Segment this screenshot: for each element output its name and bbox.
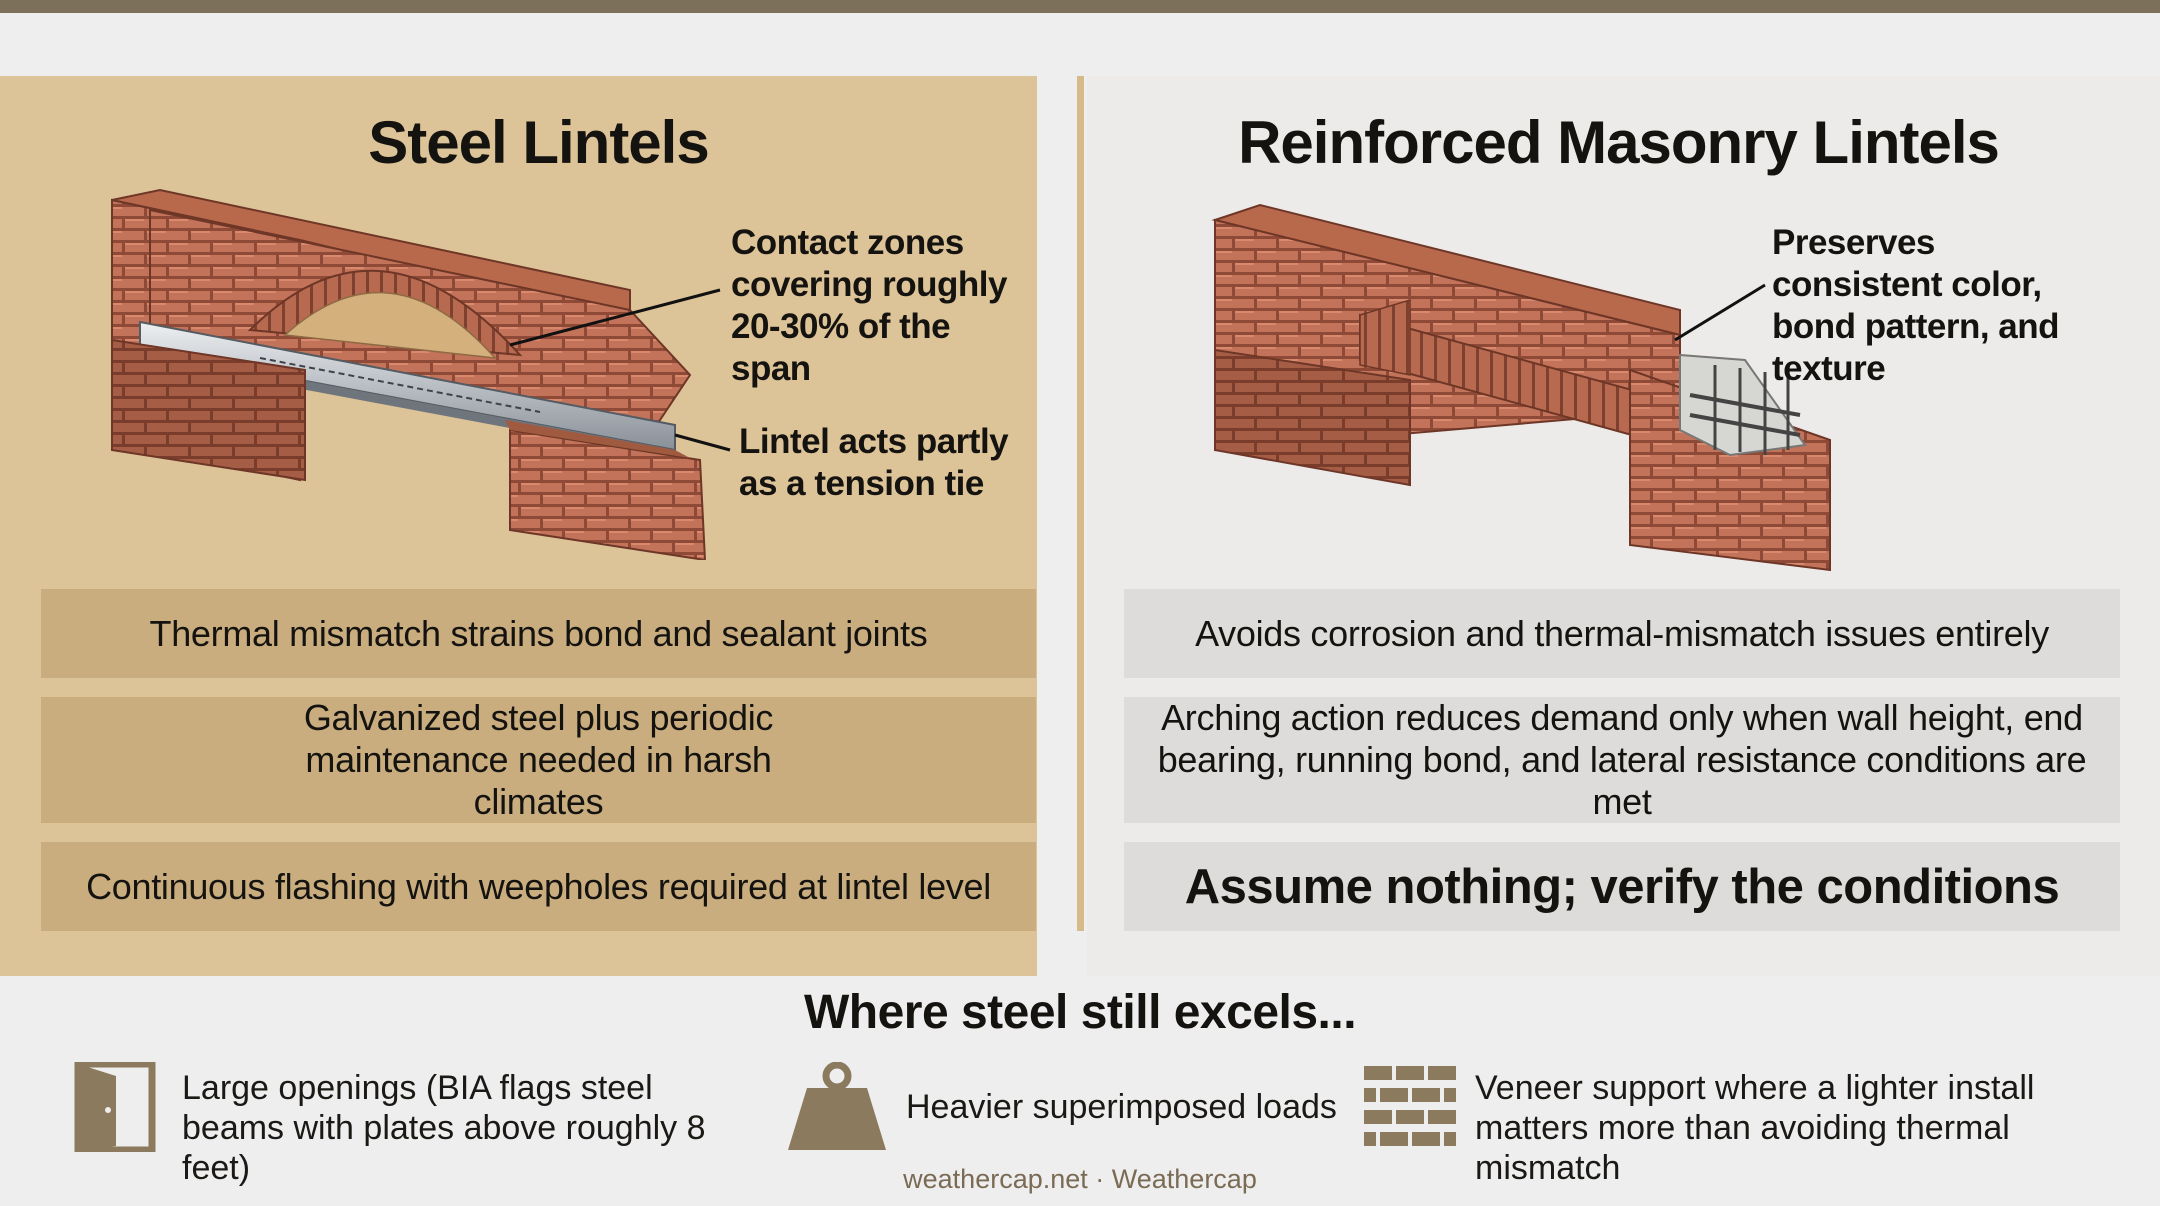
panel-divider xyxy=(1077,76,1084,931)
tension-tie-callout: Lintel acts partly as a tension tie xyxy=(739,422,1009,503)
avoids-corrosion-bar: Avoids corrosion and thermal-mismatch is… xyxy=(1124,589,2120,678)
verify-conditions-bar: Assume nothing; verify the conditions xyxy=(1124,842,2120,931)
contact-zones-callout: Contact zones covering roughly 20-30% of… xyxy=(731,223,1007,388)
galvanized-steel-bar: Galvanized steel plus periodic maintenan… xyxy=(41,697,1036,823)
masonry-lintels-title: Reinforced Masonry Lintels xyxy=(1238,109,2000,176)
door-icon xyxy=(74,1062,156,1152)
arching-action-bar: Arching action reduces demand only when … xyxy=(1124,697,2120,823)
masonry-lintel-illustration xyxy=(1211,203,1831,572)
steel-lintels-title: Steel Lintels xyxy=(368,109,709,176)
where-steel-excels-heading: Where steel still excels... xyxy=(803,986,1357,1039)
steel-lintel-illustration xyxy=(111,188,731,560)
consistent-appearance-callout: Preserves consistent color, bond pattern… xyxy=(1772,223,2060,388)
heavier-loads-text: Heavier superimposed loads xyxy=(906,1088,1337,1126)
brick-wall-icon xyxy=(1364,1066,1456,1146)
footer-credit: weathercap.net · Weathercap xyxy=(903,1164,1257,1194)
large-openings-text: Large openings (BIA flags steel beams wi… xyxy=(182,1069,706,1187)
veneer-support-text: Veneer support where a lighter install m… xyxy=(1475,1069,2035,1187)
top-accent-bar xyxy=(0,0,2160,13)
continuous-flashing-bar: Continuous flashing with weepholes requi… xyxy=(41,842,1036,931)
thermal-mismatch-bar: Thermal mismatch strains bond and sealan… xyxy=(41,589,1036,678)
weight-icon xyxy=(788,1062,886,1150)
